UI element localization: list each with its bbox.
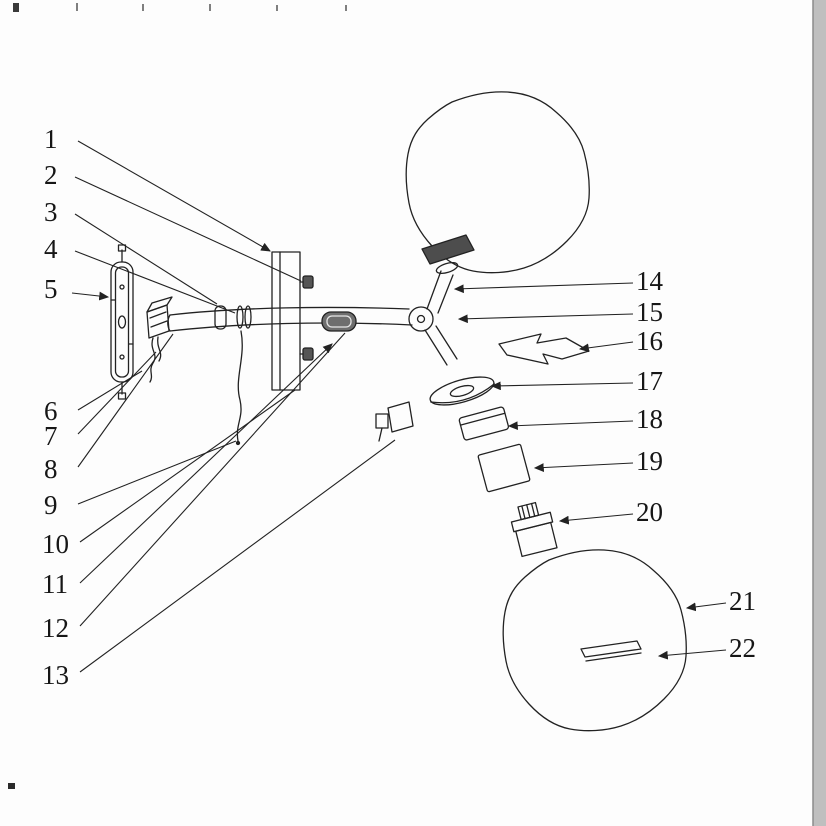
part-label-12: 12 bbox=[42, 613, 69, 643]
part-label-21: 21 bbox=[729, 586, 756, 616]
arm-tube bbox=[167, 305, 413, 332]
leader-17 bbox=[490, 381, 634, 391]
scan-artifacts bbox=[8, 0, 826, 826]
lamp-socket bbox=[510, 501, 558, 558]
wall-plate bbox=[110, 244, 134, 400]
leader-11 bbox=[79, 343, 333, 584]
leader-21 bbox=[685, 602, 727, 612]
part-label-13: 13 bbox=[42, 660, 69, 690]
power-cord bbox=[235, 330, 243, 446]
leader-9 bbox=[77, 440, 237, 505]
part-label-8: 8 bbox=[44, 454, 58, 484]
part-label-1: 1 bbox=[44, 124, 58, 154]
leader-12 bbox=[79, 332, 346, 627]
part-label-17: 17 bbox=[636, 366, 663, 396]
part-label-3: 3 bbox=[44, 197, 58, 227]
leader-5 bbox=[71, 291, 110, 301]
spacer-block bbox=[477, 443, 531, 493]
arm-junction-hub bbox=[408, 270, 458, 366]
part-label-9: 9 bbox=[44, 490, 58, 520]
leader-7 bbox=[77, 351, 157, 435]
leader-14 bbox=[453, 282, 634, 294]
cord-clamp bbox=[375, 401, 414, 442]
retaining-ring bbox=[458, 406, 510, 441]
part-label-2: 2 bbox=[44, 160, 58, 190]
leader-16 bbox=[578, 341, 634, 353]
leader-20 bbox=[558, 513, 634, 525]
leader-19 bbox=[533, 462, 634, 472]
leader-lines bbox=[71, 140, 727, 673]
leader-4 bbox=[74, 250, 236, 314]
top-globe-shade bbox=[405, 91, 590, 275]
leader-13 bbox=[79, 439, 396, 673]
part-label-5: 5 bbox=[44, 274, 58, 304]
bottom-globe-shade bbox=[502, 549, 687, 732]
part-label-16: 16 bbox=[636, 326, 663, 356]
leader-18 bbox=[507, 420, 634, 431]
part-label-14: 14 bbox=[636, 266, 663, 296]
leader-15 bbox=[457, 313, 634, 324]
terminal-bracket bbox=[146, 296, 173, 383]
part-label-7: 7 bbox=[44, 421, 58, 451]
part-label-6: 6 bbox=[44, 396, 58, 426]
part-label-18: 18 bbox=[636, 404, 663, 434]
part-label-11: 11 bbox=[42, 569, 68, 599]
leader-1 bbox=[77, 140, 271, 252]
part-label-10: 10 bbox=[42, 529, 69, 559]
part-label-4: 4 bbox=[44, 234, 58, 264]
leader-2 bbox=[74, 176, 302, 282]
part-label-20: 20 bbox=[636, 497, 663, 527]
wing-bracket bbox=[498, 333, 590, 365]
leader-10 bbox=[79, 389, 296, 543]
canopy-plate bbox=[271, 251, 314, 391]
part-label-15: 15 bbox=[636, 297, 663, 327]
leader-3 bbox=[74, 213, 218, 305]
shade-holder-disc bbox=[429, 376, 495, 406]
part-label-19: 19 bbox=[636, 446, 663, 476]
part-label-22: 22 bbox=[729, 633, 756, 663]
leader-22 bbox=[657, 649, 727, 660]
leader-8 bbox=[77, 333, 174, 468]
inline-switch bbox=[321, 311, 357, 332]
